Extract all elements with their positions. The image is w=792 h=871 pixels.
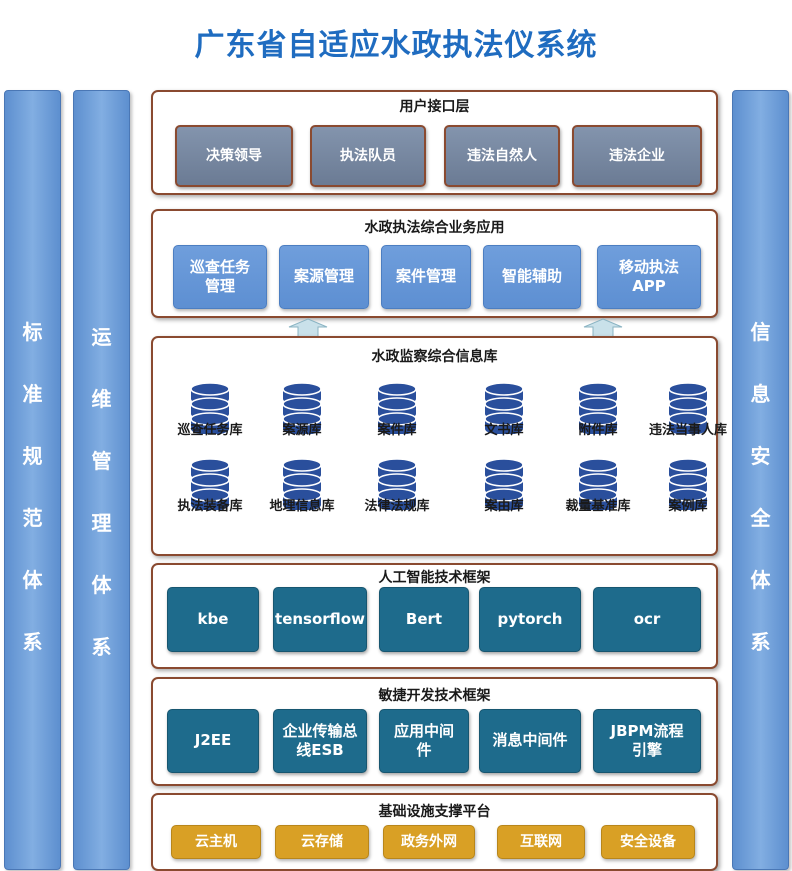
database-item: 执法装备库	[171, 458, 249, 536]
security-system-label: 信息安全体系	[750, 320, 771, 654]
database-label: 案源库	[282, 423, 322, 438]
app-middleware-box: 应用中间件	[379, 709, 469, 773]
database-item: 文书库	[465, 382, 543, 460]
database-layer: 水政监察综合信息库 巡查任务库 案源库 案件库 文书库 附件库 违法当事人库执法装备库 地理…	[151, 336, 727, 556]
security-device-box: 安全设备	[601, 825, 695, 859]
standards-system-bar: 标准规范体系	[4, 90, 61, 870]
business-layer-title: 水政执法综合业务应用	[364, 220, 505, 236]
cloud-host-box: 云主机	[171, 825, 261, 859]
database-item: 案源库	[263, 382, 341, 460]
database-label: 案由库	[484, 499, 524, 514]
up-arrow-icon	[288, 318, 328, 338]
business-application-layer: 水政执法综合业务应用 巡查任务管理 案源管理 案件管理 智能辅助 移动执法APP	[151, 209, 718, 318]
natural-person-box: 违法自然人	[444, 125, 560, 187]
ai-framework-layer: 人工智能技术框架 kbe tensorflow Bert pytorch ocr	[151, 563, 718, 669]
message-middleware-box: 消息中间件	[479, 709, 581, 773]
database-label: 执法装备库	[177, 499, 243, 514]
pytorch-box: pytorch	[479, 587, 581, 652]
ai-layer-title: 人工智能技术框架	[378, 570, 491, 586]
case-source-box: 案源管理	[279, 245, 369, 309]
security-system-bar: 信息安全体系	[732, 90, 789, 870]
database-item: 附件库	[559, 382, 637, 460]
bert-box: Bert	[379, 587, 469, 652]
database-item: 违法当事人库	[649, 382, 727, 460]
up-arrow-icon	[583, 318, 623, 338]
database-item: 裁量基准库	[559, 458, 637, 536]
patrol-task-box: 巡查任务管理	[173, 245, 267, 309]
database-item: 案由库	[465, 458, 543, 536]
gov-network-box: 政务外网	[383, 825, 475, 859]
case-management-box: 案件管理	[381, 245, 471, 309]
user-layer-title: 用户接口层	[399, 99, 470, 115]
esb-box: 企业传输总线ESB	[273, 709, 367, 773]
operations-system-label: 运维管理体系	[91, 325, 112, 659]
database-label: 文书库	[484, 423, 524, 438]
enterprise-box: 违法企业	[572, 125, 702, 187]
database-label: 巡查任务库	[177, 423, 243, 438]
agile-framework-layer: 敏捷开发技术框架 J2EE 企业传输总线ESB 应用中间件 消息中间件 JBPM…	[151, 677, 718, 786]
enforcement-team-box: 执法队员	[310, 125, 426, 187]
database-label: 地理信息库	[269, 499, 335, 514]
infrastructure-layer: 基础设施支撑平台 云主机 云存储 政务外网 互联网 安全设备	[151, 793, 718, 871]
database-label: 案例库	[668, 499, 708, 514]
database-label: 法律法规库	[364, 499, 430, 514]
database-label: 裁量基准库	[565, 499, 631, 514]
database-item: 案例库	[649, 458, 727, 536]
tensorflow-box: tensorflow	[273, 587, 367, 652]
database-item: 案件库	[358, 382, 436, 460]
operations-system-bar: 运维管理体系	[73, 90, 130, 870]
diagram-title: 广东省自适应水政执法仪系统	[194, 28, 598, 63]
ocr-box: ocr	[593, 587, 701, 652]
mobile-enforcement-box: 移动执法APP	[597, 245, 701, 309]
database-label: 附件库	[578, 423, 618, 438]
infra-layer-title: 基础设施支撑平台	[378, 804, 491, 820]
database-label: 违法当事人库	[648, 423, 727, 438]
user-interface-layer: 用户接口层 决策领导 执法队员 违法自然人 违法企业	[151, 90, 718, 195]
kbe-box: kbe	[167, 587, 259, 652]
internet-box: 互联网	[497, 825, 585, 859]
decision-leader-box: 决策领导	[175, 125, 293, 187]
database-label: 案件库	[377, 423, 417, 438]
standards-system-label: 标准规范体系	[22, 320, 43, 654]
jbpm-box: JBPM流程引擎	[593, 709, 701, 773]
database-layer-title: 水政监察综合信息库	[371, 349, 498, 365]
cloud-storage-box: 云存储	[275, 825, 369, 859]
agile-layer-title: 敏捷开发技术框架	[378, 688, 491, 704]
database-item: 巡查任务库	[171, 382, 249, 460]
j2ee-box: J2EE	[167, 709, 259, 773]
intelligent-assist-box: 智能辅助	[483, 245, 581, 309]
database-item: 地理信息库	[263, 458, 341, 536]
database-item: 法律法规库	[358, 458, 436, 536]
